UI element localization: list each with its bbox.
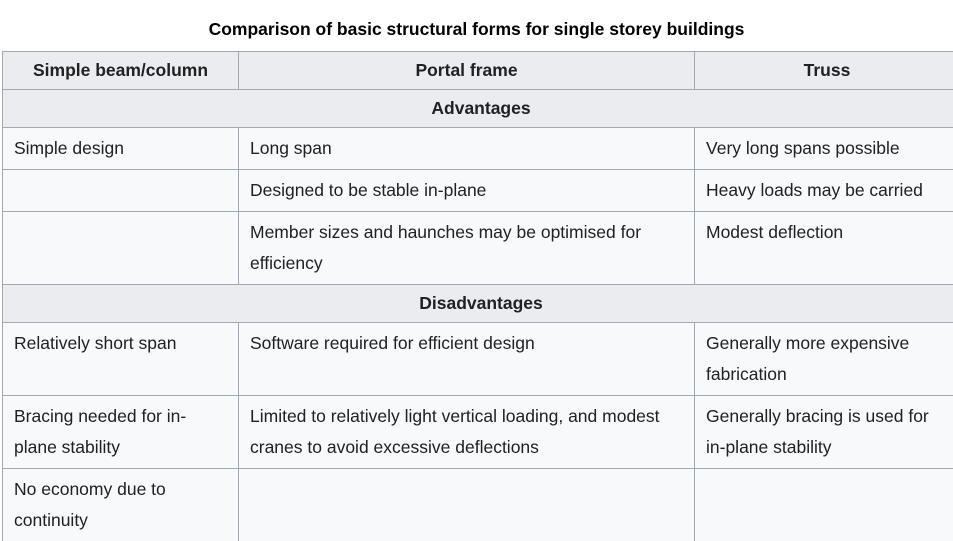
column-header-portal-frame: Portal frame — [238, 51, 695, 90]
article-table-section: Comparison of basic structural forms for… — [0, 18, 953, 541]
table-cell: Member sizes and haunches may be optimis… — [238, 211, 695, 285]
table-cell — [2, 211, 239, 285]
table-cell: Very long spans possible — [694, 127, 953, 170]
table-cell — [238, 468, 695, 541]
column-header-row: Simple beam/column Portal frame Truss — [2, 51, 953, 90]
table-cell — [694, 468, 953, 541]
table-cell — [2, 169, 239, 212]
table-row: No economy due to continuity — [2, 468, 953, 541]
table-cell: No economy due to continuity — [2, 468, 239, 541]
section-header-row: Advantages — [2, 89, 953, 128]
table-cell: Heavy loads may be carried — [694, 169, 953, 212]
comparison-table: Simple beam/column Portal frame Truss Ad… — [2, 51, 953, 541]
table-cell: Generally bracing is used for in-plane s… — [694, 395, 953, 469]
section-header-advantages: Advantages — [2, 89, 953, 128]
table-row: Relatively short span Software required … — [2, 322, 953, 396]
table-row: Simple design Long span Very long spans … — [2, 127, 953, 170]
table-cell: Modest deflection — [694, 211, 953, 285]
table-cell: Simple design — [2, 127, 239, 170]
table-caption: Comparison of basic structural forms for… — [208, 19, 745, 39]
column-header-simple-beam-column: Simple beam/column — [2, 51, 239, 90]
table-row: Designed to be stable in-plane Heavy loa… — [2, 169, 953, 212]
section-header-disadvantages: Disadvantages — [2, 284, 953, 323]
column-header-truss: Truss — [694, 51, 953, 90]
table-row: Bracing needed for in-plane stability Li… — [2, 395, 953, 469]
table-cell: Generally more expensive fabrication — [694, 322, 953, 396]
section-header-row: Disadvantages — [2, 284, 953, 323]
table-cell: Designed to be stable in-plane — [238, 169, 695, 212]
table-cell: Relatively short span — [2, 322, 239, 396]
table-cell: Long span — [238, 127, 695, 170]
table-cell: Bracing needed for in-plane stability — [2, 395, 239, 469]
table-cell: Limited to relatively light vertical loa… — [238, 395, 695, 469]
table-row: Member sizes and haunches may be optimis… — [2, 211, 953, 285]
table-cell: Software required for efficient design — [238, 322, 695, 396]
